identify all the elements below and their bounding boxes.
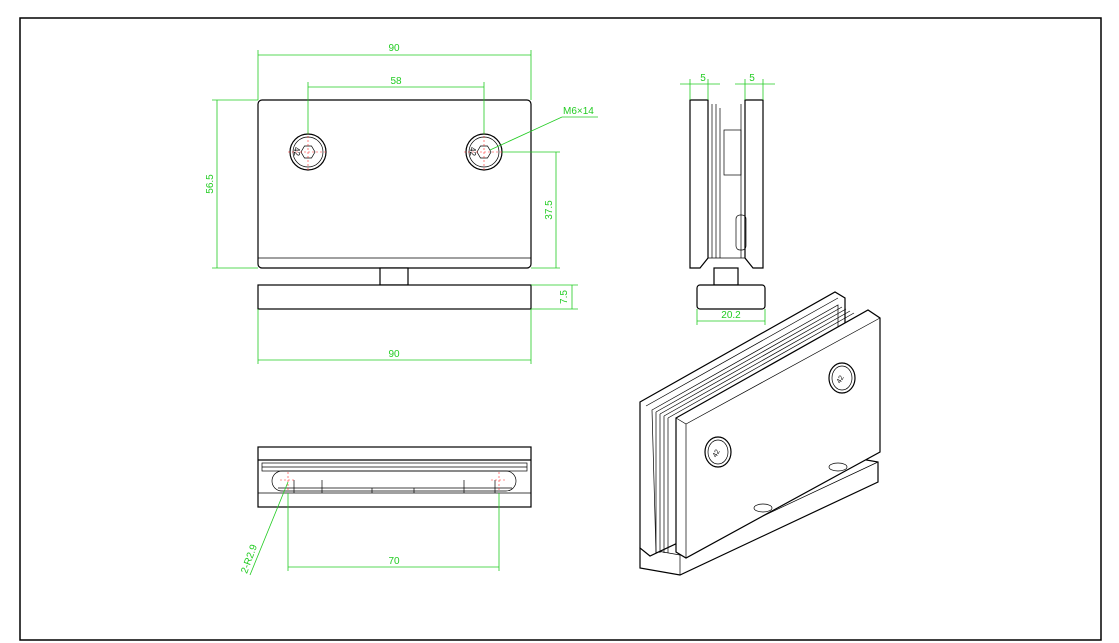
dim-text-20-2: 20.2 [721, 310, 741, 321]
front-view: 42 42 90 58 M6×14 [205, 43, 598, 364]
dim-base-width: 90 [257, 309, 532, 364]
side-view: 5 5 20.2 [680, 73, 775, 325]
dim-text-70: 70 [388, 556, 400, 567]
dim-side-base-width: 20.2 [696, 309, 766, 325]
dim-hole-spacing: 58 [307, 76, 485, 134]
dim-base-height: 7.5 [531, 284, 578, 310]
dim-side-gaps: 5 5 [680, 73, 775, 100]
screw-callout: M6×14 [489, 106, 598, 151]
dim-hole-height: 37.5 [502, 151, 560, 269]
front-base-plate [257, 284, 532, 310]
hinge-pin [379, 267, 409, 286]
dim-text-37-5: 37.5 [544, 200, 555, 220]
front-clamp-body [257, 99, 532, 269]
dim-text-5-right: 5 [749, 73, 755, 84]
dim-bottom-hole-spacing: 70 [287, 493, 500, 571]
dim-text-7-5: 7.5 [559, 290, 570, 304]
svg-text:42: 42 [468, 147, 477, 156]
dim-text-56-5: 56.5 [205, 174, 216, 194]
dim-text-58: 58 [390, 76, 402, 87]
dim-text-5-left: 5 [700, 73, 706, 84]
dim-text-m6x14: M6×14 [563, 106, 594, 117]
dim-text-90-bottom: 90 [388, 349, 400, 360]
isometric-view: 42 42 [639, 291, 881, 576]
svg-text:42: 42 [836, 374, 846, 384]
svg-text:42: 42 [292, 147, 301, 156]
dim-front-width-top: 90 [257, 43, 532, 100]
iso-screw-1: 42 [704, 436, 732, 468]
drawing-border [19, 17, 1102, 641]
dim-text-90-top: 90 [388, 43, 400, 54]
bottom-view: 70 2-R2.9 [239, 446, 532, 576]
svg-text:42: 42 [712, 448, 722, 458]
dim-front-height: 56.5 [205, 99, 258, 269]
iso-screw-2: 42 [828, 362, 856, 394]
